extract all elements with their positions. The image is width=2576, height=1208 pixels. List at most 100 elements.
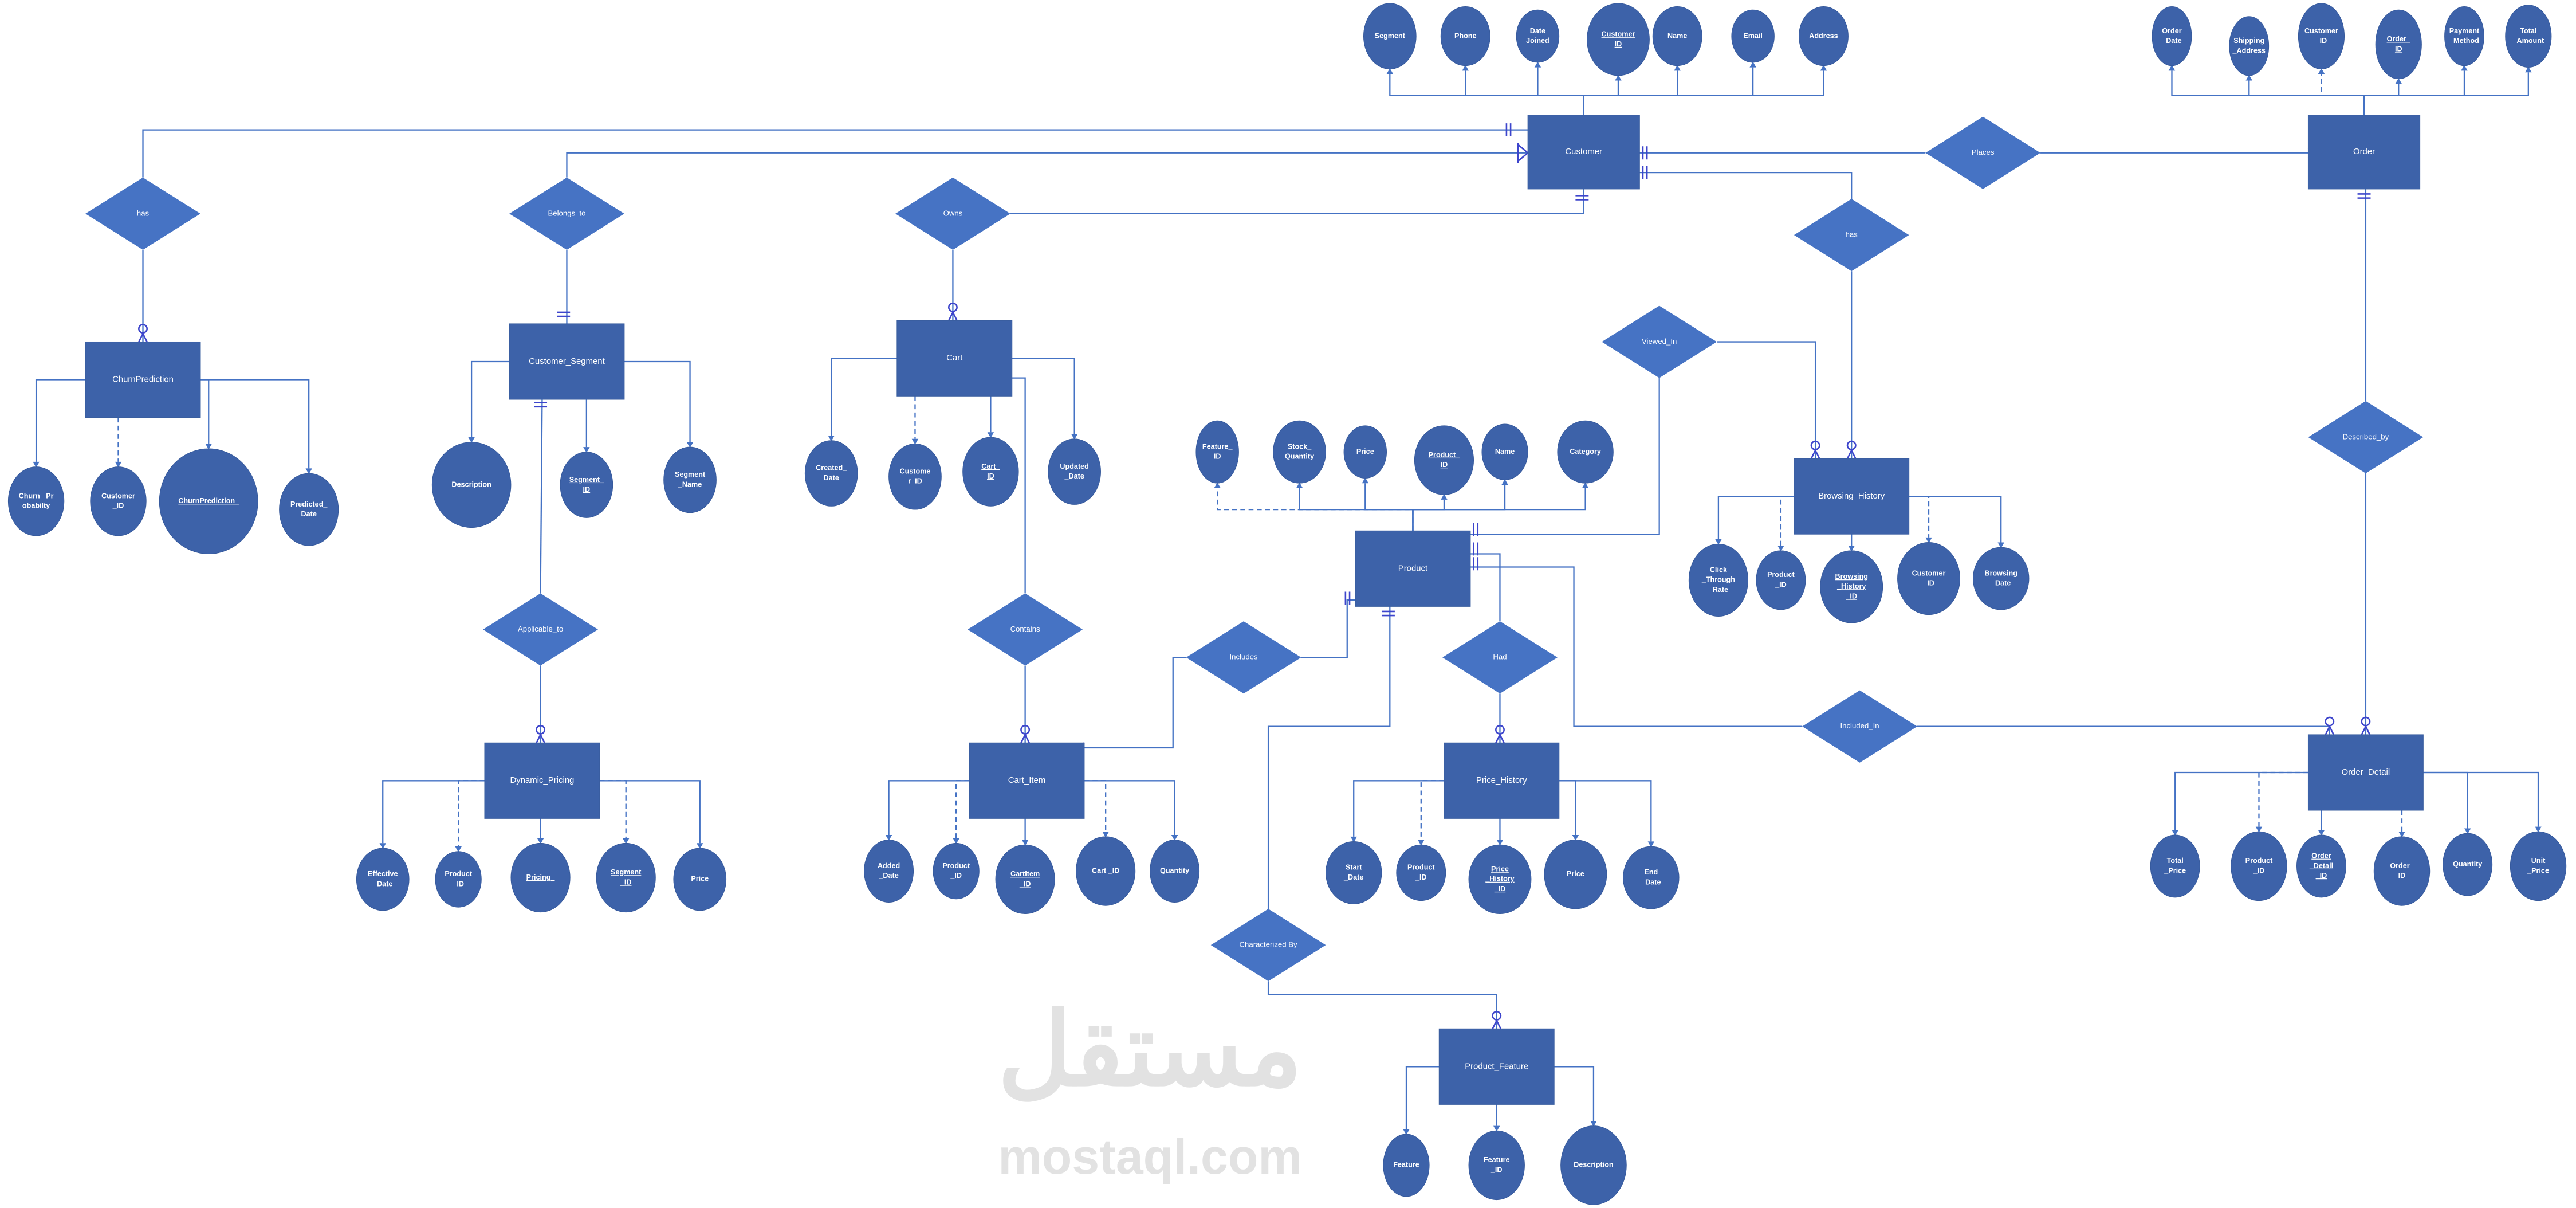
relationship-diamond[interactable] — [1602, 305, 1717, 378]
attribute-orderdetail-1[interactable]: Product_ID — [2231, 831, 2287, 901]
entity-box[interactable] — [2307, 734, 2424, 811]
entity-feature[interactable]: Product_Feature — [1438, 1028, 1555, 1105]
attribute-order-2[interactable]: Customer_ID — [2298, 3, 2345, 69]
key-attribute-ellipse[interactable] — [2296, 834, 2346, 898]
key-attribute-ellipse[interactable] — [1587, 3, 1650, 76]
attribute-ellipse[interactable] — [1440, 6, 1490, 66]
entity-box[interactable] — [85, 341, 201, 418]
attribute-customer-4[interactable]: Name — [1652, 6, 1702, 66]
entity-cart[interactable]: Cart — [896, 320, 1013, 397]
entity-box[interactable] — [1527, 115, 1640, 190]
attribute-orderdetail-4[interactable]: Quantity — [2443, 833, 2493, 896]
attribute-ellipse[interactable] — [1799, 6, 1849, 66]
attribute-ellipse[interactable] — [1468, 1130, 1525, 1201]
attribute-ellipse[interactable] — [2152, 6, 2192, 66]
attribute-cart-3[interactable]: Updated_Date — [1048, 438, 1101, 505]
attribute-browsing-3[interactable]: Customer_ID — [1897, 542, 1960, 615]
attribute-feature-2[interactable]: Description — [1560, 1125, 1627, 1205]
attribute-pricehistory-2[interactable]: Price_History_ID — [1468, 844, 1532, 915]
key-attribute-ellipse[interactable] — [510, 842, 571, 913]
attribute-order-3[interactable]: Order_ID — [2375, 9, 2422, 80]
attribute-ellipse[interactable] — [933, 842, 980, 900]
attribute-ellipse[interactable] — [864, 840, 914, 903]
attribute-ellipse[interactable] — [2505, 5, 2552, 68]
attribute-ellipse[interactable] — [2443, 833, 2493, 896]
attribute-ellipse[interactable] — [1343, 425, 1387, 479]
attribute-ellipse[interactable] — [431, 442, 512, 528]
attribute-ellipse[interactable] — [7, 466, 65, 536]
attribute-cartitem-3[interactable]: Cart _ID — [1076, 836, 1136, 906]
attribute-ellipse[interactable] — [1396, 844, 1446, 901]
attribute-product-5[interactable]: Category — [1557, 420, 1614, 484]
attribute-customer-0[interactable]: Segment — [1363, 3, 1417, 69]
attribute-order-0[interactable]: Order_Date — [2152, 6, 2192, 66]
attribute-cartitem-4[interactable]: Quantity — [1150, 840, 1200, 903]
attribute-order-1[interactable]: Shipping_Address — [2229, 16, 2270, 76]
attribute-product-3[interactable]: Product_ID — [1414, 425, 1474, 495]
entity-cartitem[interactable]: Cart_Item — [969, 742, 1085, 819]
attribute-ellipse[interactable] — [1150, 840, 1200, 903]
relationship-applicable-to[interactable]: Applicable_to — [483, 593, 598, 666]
attribute-ellipse[interactable] — [356, 848, 410, 911]
relationship-owns[interactable]: Owns — [895, 177, 1010, 250]
attribute-feature-0[interactable]: Feature — [1383, 1134, 1430, 1197]
attribute-pricehistory-0[interactable]: Start_Date — [1326, 841, 1382, 904]
attribute-ellipse[interactable] — [1076, 836, 1136, 906]
relationship-belongs-to[interactable]: Belongs_to — [509, 177, 624, 250]
attribute-ellipse[interactable] — [2373, 836, 2431, 906]
attribute-orderdetail-0[interactable]: Total_Price — [2150, 834, 2200, 898]
attribute-customer-6[interactable]: Address — [1799, 6, 1849, 66]
attribute-feature-1[interactable]: Feature_ID — [1468, 1130, 1525, 1201]
key-attribute-ellipse[interactable] — [596, 842, 656, 913]
attribute-ellipse[interactable] — [1756, 550, 1806, 610]
attribute-ellipse[interactable] — [1048, 438, 1101, 505]
attribute-ellipse[interactable] — [804, 440, 858, 507]
attribute-ellipse[interactable] — [1516, 9, 1560, 63]
entity-box[interactable] — [1444, 742, 1560, 819]
entity-segment[interactable]: Customer_Segment — [509, 323, 625, 400]
attribute-ellipse[interactable] — [279, 473, 339, 546]
attribute-product-4[interactable]: Name — [1481, 423, 1528, 480]
relationship-diamond[interactable] — [1794, 199, 1909, 272]
key-attribute-ellipse[interactable] — [1820, 550, 1883, 623]
attribute-cart-1[interactable]: Customer_ID — [888, 443, 942, 510]
entity-box[interactable] — [1355, 530, 1471, 607]
attribute-ellipse[interactable] — [1326, 841, 1382, 904]
attribute-segment-2[interactable]: Segment_Name — [663, 446, 717, 513]
entity-customer[interactable]: Customer — [1527, 115, 1640, 190]
attribute-orderdetail-2[interactable]: Order_Detail_ID — [2296, 834, 2346, 898]
attribute-pricing-0[interactable]: Effective_Date — [356, 848, 410, 911]
attribute-pricing-3[interactable]: Segment_ID — [596, 842, 656, 913]
attribute-pricing-1[interactable]: Product_ID — [435, 851, 482, 908]
relationship-has-browsing[interactable]: has — [1794, 199, 1909, 272]
relationship-included-in[interactable]: Included_In — [1802, 690, 1917, 763]
relationship-diamond[interactable] — [1925, 116, 2041, 189]
attribute-ellipse[interactable] — [2298, 3, 2345, 69]
attribute-cartitem-1[interactable]: Product_ID — [933, 842, 980, 900]
attribute-churn-1[interactable]: Customer_ID — [90, 466, 147, 536]
entity-box[interactable] — [2307, 115, 2421, 190]
entity-churn[interactable]: ChurnPrediction — [85, 341, 201, 418]
attribute-browsing-1[interactable]: Product_ID — [1756, 550, 1806, 610]
attribute-ellipse[interactable] — [888, 443, 942, 510]
attribute-ellipse[interactable] — [1557, 420, 1614, 484]
attribute-ellipse[interactable] — [1363, 3, 1417, 69]
attribute-cartitem-2[interactable]: CartItem_ID — [995, 844, 1055, 915]
relationship-had[interactable]: Had — [1442, 621, 1558, 694]
entity-box[interactable] — [1794, 458, 1910, 535]
relationship-diamond[interactable] — [483, 593, 598, 666]
attribute-ellipse[interactable] — [1383, 1134, 1430, 1197]
attribute-ellipse[interactable] — [673, 848, 727, 911]
entity-browsing[interactable]: Browsing_History — [1794, 458, 1910, 535]
attribute-ellipse[interactable] — [1688, 543, 1748, 617]
entity-pricing[interactable]: Dynamic_Pricing — [484, 742, 600, 819]
attribute-ellipse[interactable] — [1481, 423, 1528, 480]
attribute-customer-5[interactable]: Email — [1731, 9, 1775, 63]
relationship-includes[interactable]: Includes — [1186, 621, 1301, 694]
entity-box[interactable] — [969, 742, 1085, 819]
attribute-ellipse[interactable] — [1652, 6, 1702, 66]
relationship-characterized-by[interactable]: Characterized By — [1210, 909, 1326, 982]
attribute-order-5[interactable]: Total_Amount — [2505, 5, 2552, 68]
attribute-ellipse[interactable] — [2444, 6, 2484, 66]
